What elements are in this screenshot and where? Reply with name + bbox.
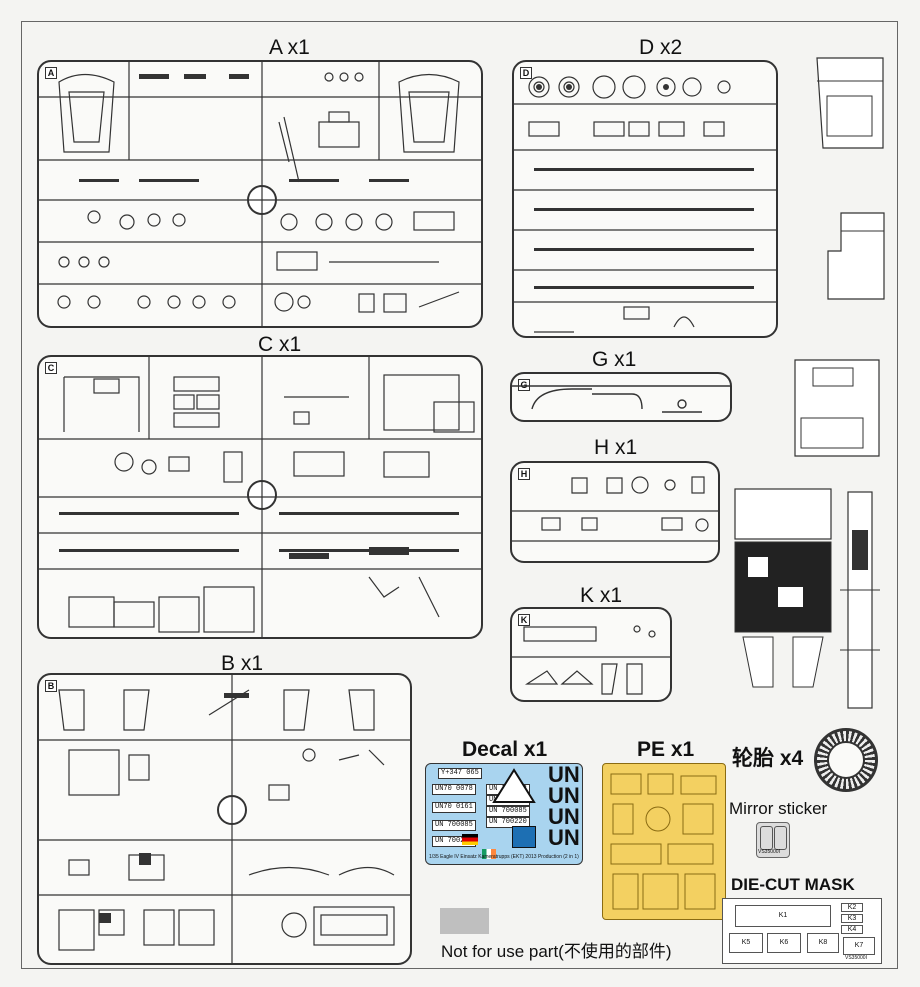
sprue-d-title: D x2 [639, 36, 683, 59]
sprue-g-parts [512, 385, 730, 413]
mask-k7: K7 [843, 937, 875, 955]
mask-k2: K2 [841, 903, 863, 912]
photo-etch-parts [610, 773, 717, 910]
decal-caption: 1/35 Eagle IV Einsatz Kameratrupps (EKT)… [429, 854, 579, 860]
un-marking-3: UN [548, 804, 580, 829]
sprue-c-letter: C [45, 362, 57, 374]
sprue-b-title: B x1 [221, 652, 264, 675]
mask-code: VS35000I [845, 955, 867, 961]
sprue-h-parts [512, 476, 718, 542]
sprue-b: B [37, 673, 412, 965]
sprue-c-parts [39, 357, 481, 637]
warning-triangle-icon [492, 768, 536, 803]
mask-title: DIE-CUT MASK [731, 875, 855, 894]
tire-title: 轮胎 x4 [732, 747, 804, 770]
sprue-d-letter: D [520, 67, 532, 79]
sprue-a-letter: A [45, 67, 57, 79]
decal-sheet: Y+347 065 UN70 0078 UN70 0161 UN 700085 … [425, 763, 583, 865]
photo-etch-fret [602, 763, 726, 920]
sprue-c-title: C x1 [258, 333, 302, 356]
mask-k3: K3 [841, 914, 863, 923]
pe-title: PE x1 [637, 738, 695, 761]
body-part-drawing-2 [827, 212, 885, 300]
not-for-use-label: Not for use part(不使用的部件) [441, 942, 672, 961]
sprue-k-parts [512, 625, 670, 695]
decal-plate-4: UN 700220 [486, 817, 530, 828]
sprue-a: A [37, 60, 483, 328]
not-for-use-swatch [440, 908, 489, 934]
mask-k8: K8 [807, 933, 839, 953]
decal-left-plate-2: UN70 0161 [432, 802, 476, 813]
body-part-drawing-3 [794, 359, 880, 457]
sprue-a-parts [39, 62, 481, 326]
mask-k1: K1 [735, 905, 831, 927]
sprue-g-title: G x1 [592, 348, 637, 371]
mirror-shape-left [760, 826, 773, 850]
sprue-g: G [510, 372, 732, 422]
decal-left-plate-1: UN70 0078 [432, 784, 476, 795]
tire-hub [827, 741, 865, 779]
mask-k6: K6 [767, 933, 801, 953]
mirror-shape-right [774, 826, 787, 850]
drawing-frame [21, 21, 898, 969]
decal-plate-3: UN 700085 [486, 806, 530, 817]
body-part-drawing-1 [816, 57, 884, 149]
sprue-k: K [510, 607, 672, 702]
sprue-d-parts [514, 75, 776, 333]
mirror-title: Mirror sticker [729, 799, 828, 818]
german-flag-icon [462, 834, 478, 845]
sprue-b-parts [39, 675, 410, 963]
sprue-g-letter: G [518, 379, 530, 391]
un-marking-2: UN [548, 783, 580, 808]
sprue-h-letter: H [518, 468, 530, 480]
sprue-h: H [510, 461, 720, 563]
mirror-code: VS35000I [758, 849, 780, 855]
sprue-k-letter: K [518, 614, 530, 626]
frame-rail-drawing [840, 491, 880, 709]
sprue-c: C [37, 355, 483, 639]
decal-title: Decal x1 [462, 738, 548, 761]
decal-left-plate-3: UN 700085 [432, 820, 476, 831]
un-marking-4: UN [548, 825, 580, 850]
tire-icon [814, 728, 878, 792]
un-emblem-icon [512, 826, 536, 848]
un-marking-1: UN [548, 763, 580, 787]
mask-k4: K4 [841, 925, 863, 934]
sprue-h-title: H x1 [594, 436, 638, 459]
irish-flag-icon [482, 849, 496, 859]
sprue-d: D [512, 60, 778, 338]
die-cut-mask: K1 K2 K3 K4 K5 K6 K7 K8 VS35000I [722, 898, 882, 964]
mask-k5: K5 [729, 933, 763, 953]
sprue-a-title: A x1 [269, 36, 310, 59]
decal-plate-y: Y+347 065 [438, 768, 482, 779]
sprue-k-title: K x1 [580, 584, 623, 607]
sprue-b-letter: B [45, 680, 57, 692]
mirror-sticker: VS35000I [756, 822, 790, 858]
chassis-drawing [734, 488, 832, 688]
